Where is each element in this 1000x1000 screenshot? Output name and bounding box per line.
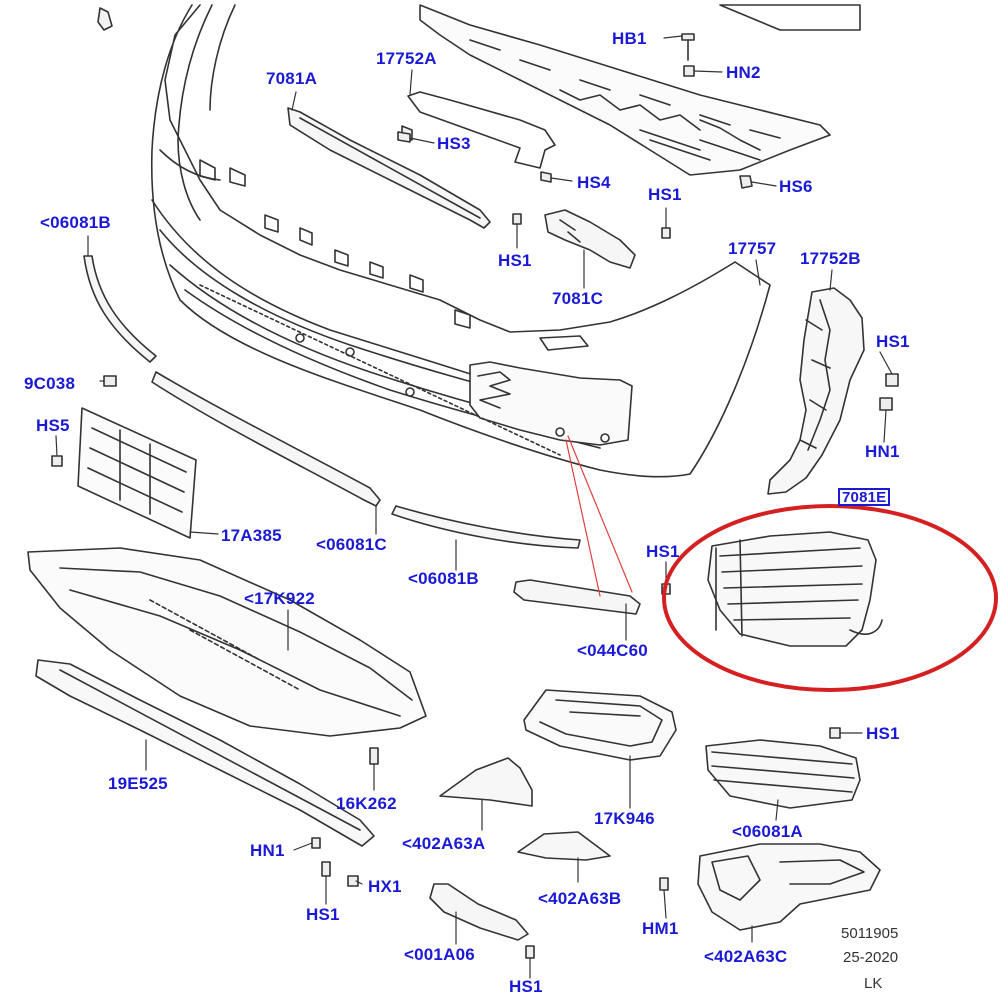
label-hn1-a: HN1 bbox=[865, 442, 900, 461]
label-7081a: 7081A bbox=[266, 69, 318, 88]
drawing-code: LK bbox=[864, 975, 883, 992]
fastener-hs4 bbox=[540, 171, 552, 183]
duct-402a63c-part bbox=[697, 843, 881, 931]
label-7081e: 7081E bbox=[838, 488, 891, 506]
fastener-hs1-b bbox=[512, 213, 522, 225]
fastener-hn1-b bbox=[311, 837, 321, 849]
upper-panel-part bbox=[419, 4, 861, 176]
drawing-number: 5011905 bbox=[841, 925, 899, 942]
strip-044c60-part bbox=[513, 579, 641, 615]
fastener-hs1-c bbox=[885, 373, 899, 387]
leader-lines bbox=[55, 35, 893, 979]
label-17k946: 17K946 bbox=[594, 809, 655, 828]
fastener-hb1 bbox=[681, 33, 695, 61]
grille-7081e-part bbox=[707, 531, 883, 647]
label-16k262: 16K262 bbox=[336, 794, 397, 813]
fastener-hs5 bbox=[51, 455, 63, 467]
label-17757: 17757 bbox=[728, 239, 777, 258]
label-hs5: HS5 bbox=[36, 416, 70, 435]
fastener-hx1 bbox=[347, 875, 359, 887]
bracket-7081c-part bbox=[544, 209, 636, 269]
label-17k922: <17K922 bbox=[244, 589, 315, 608]
label-06081b-mid: <06081B bbox=[408, 569, 479, 588]
label-hs1-g: HS1 bbox=[509, 977, 543, 996]
label-17752a: 17752A bbox=[376, 49, 437, 68]
label-9c038: 9C038 bbox=[24, 374, 76, 393]
label-hn1-b: HN1 bbox=[250, 841, 285, 860]
fastener-hs6 bbox=[739, 175, 753, 189]
label-402a63b: <402A63B bbox=[538, 889, 622, 908]
fastener-hs1-a bbox=[661, 227, 671, 239]
label-hs1-f: HS1 bbox=[306, 905, 340, 924]
label-hs1-c: HS1 bbox=[876, 332, 910, 351]
fastener-16k262 bbox=[369, 747, 379, 765]
undertray-17k922-part bbox=[27, 547, 427, 737]
bracket-17752b-part bbox=[767, 287, 865, 495]
label-402a63c: <402A63C bbox=[704, 947, 788, 966]
highlight-leader-lines bbox=[565, 435, 633, 597]
bracket-17752a-part bbox=[401, 91, 556, 169]
label-06081a: <06081A bbox=[732, 822, 803, 841]
bumper-cover-part bbox=[150, 4, 771, 478]
plate-bracket-17a385-part bbox=[77, 407, 197, 539]
corner-clip-part bbox=[97, 7, 113, 31]
lower-strip-19e525-part bbox=[35, 659, 375, 847]
surround-17k946-part bbox=[523, 689, 677, 761]
label-hs1-a: HS1 bbox=[648, 185, 682, 204]
clip-9c038-part bbox=[103, 375, 117, 387]
strip-7081a-part bbox=[287, 107, 491, 229]
cover-402a63b-part bbox=[517, 831, 611, 861]
fastener-hs1-f bbox=[829, 727, 841, 739]
label-hm1: HM1 bbox=[642, 919, 679, 938]
strip-06081b-left-part bbox=[83, 255, 157, 363]
label-17752b: 17752B bbox=[800, 249, 861, 268]
label-hs3: HS3 bbox=[437, 134, 471, 153]
fastener-hs3 bbox=[397, 131, 411, 143]
label-06081c: <06081C bbox=[316, 535, 387, 554]
label-001a06: <001A06 bbox=[404, 945, 475, 964]
label-17a385: 17A385 bbox=[221, 526, 282, 545]
label-hx1: HX1 bbox=[368, 877, 402, 896]
drawing-date: 25-2020 bbox=[843, 949, 899, 966]
label-hb1: HB1 bbox=[612, 29, 647, 48]
fastener-hs1-e bbox=[321, 861, 331, 877]
bracket-001a06-part bbox=[429, 883, 529, 941]
label-hs1-b: HS1 bbox=[498, 251, 532, 270]
label-hs1-d: HS1 bbox=[646, 542, 680, 561]
grille-06081a-part bbox=[705, 739, 861, 809]
label-19e525: 19E525 bbox=[108, 774, 168, 793]
label-402a63a: <402A63A bbox=[402, 834, 486, 853]
label-hs6: HS6 bbox=[779, 177, 813, 196]
label-044c60: <044C60 bbox=[577, 641, 648, 660]
highlight-circle bbox=[662, 504, 998, 692]
strip-06081b-mid-part bbox=[391, 505, 581, 549]
fastener-hs1-g bbox=[525, 945, 535, 959]
label-hs4: HS4 bbox=[577, 173, 611, 192]
fastener-hn2 bbox=[683, 65, 695, 77]
cover-402a63a-part bbox=[439, 757, 533, 807]
fastener-hn1-a bbox=[879, 397, 893, 411]
label-06081b-top: <06081B bbox=[40, 213, 111, 232]
label-hs1-e: HS1 bbox=[866, 724, 900, 743]
label-hn2: HN2 bbox=[726, 63, 761, 82]
fastener-hm1 bbox=[659, 877, 669, 891]
label-7081c: 7081C bbox=[552, 289, 604, 308]
